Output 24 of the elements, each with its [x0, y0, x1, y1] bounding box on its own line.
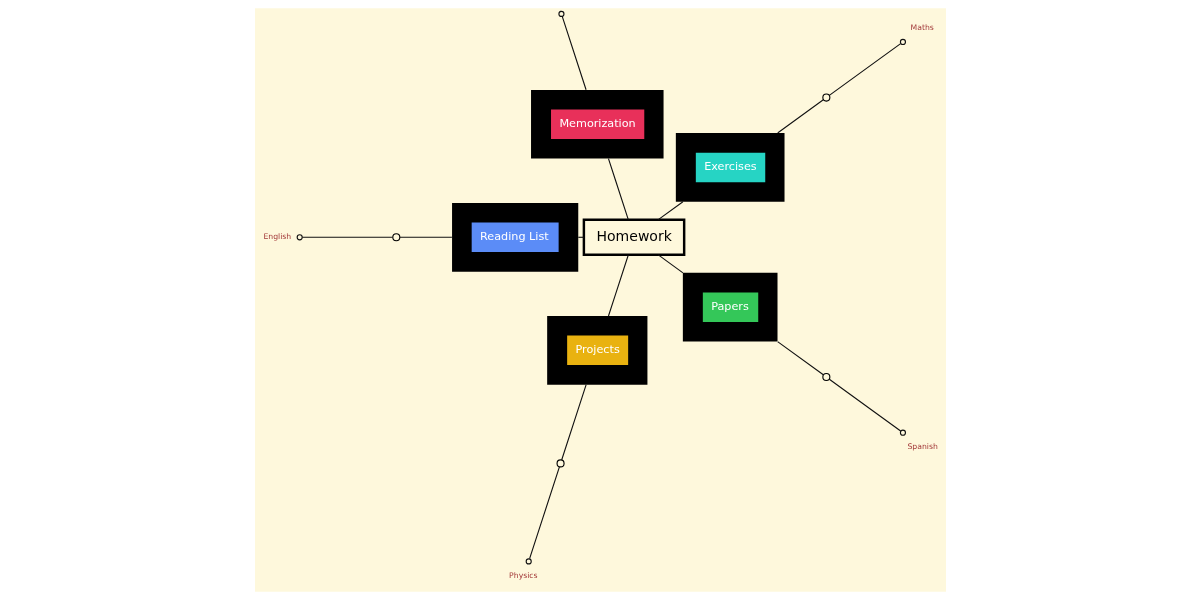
node-circle — [821, 93, 830, 102]
connector — [657, 254, 683, 274]
node-box: Papers — [682, 272, 777, 342]
connector — [561, 15, 587, 91]
connector — [828, 38, 906, 96]
connector — [776, 99, 824, 134]
node-box: Projects — [546, 316, 647, 385]
node-circle — [391, 233, 400, 242]
connector — [776, 341, 824, 376]
connector — [560, 384, 587, 461]
connector — [398, 236, 452, 238]
connector — [607, 158, 629, 221]
connector — [828, 378, 906, 436]
node-box: Homework — [582, 218, 685, 257]
connector — [577, 236, 584, 238]
node-box: Memorization — [530, 89, 664, 159]
connector — [525, 466, 560, 565]
node-box: Reading List — [451, 202, 578, 272]
connector — [296, 234, 393, 241]
node-circle — [821, 372, 830, 382]
node-box: Exercises — [675, 133, 785, 202]
connector — [607, 254, 629, 317]
connector — [657, 201, 683, 221]
node-circle — [556, 459, 565, 468]
